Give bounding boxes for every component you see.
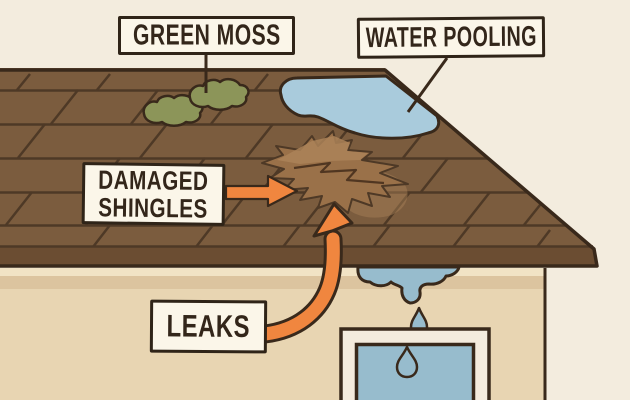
fascia-board: [0, 247, 597, 267]
damaged-shingles-label: DAMAGED SHINGLES: [81, 162, 226, 226]
crack-line: [293, 161, 385, 185]
green-moss-label: GREEN MOSS: [118, 16, 295, 55]
water-pooling-pointer-line: [406, 57, 449, 113]
water-pool: [278, 74, 441, 140]
damaged-shingles-line1: DAMAGED: [98, 164, 209, 196]
leaks-label: LEAKS: [149, 299, 268, 354]
leaks-curved-arrow: [255, 202, 354, 344]
damaged-shingles-arrow: [224, 174, 299, 208]
damaged-shingles-label-text: DAMAGED SHINGLES: [98, 164, 209, 224]
water-pooling-label-text: WATER POOLING: [365, 20, 537, 55]
window-with-water: [339, 327, 491, 400]
damaged-shingle-patch: [261, 130, 409, 218]
splat-highlight: [277, 136, 368, 164]
drip-blob-under-eave: [356, 265, 461, 305]
soffit-shadow-band: [0, 276, 545, 289]
water-pooling-label: WATER POOLING: [356, 16, 546, 59]
curved-arrow-shaft: [258, 232, 340, 341]
window-droplet-icon: [395, 345, 419, 379]
moss-clump-right: [188, 77, 250, 111]
curved-arrow-head: [312, 202, 354, 238]
green-moss-clumps: [142, 77, 250, 127]
green-moss-label-text: GREEN MOSS: [132, 19, 281, 52]
soffit-highlight-strip: [0, 268, 545, 276]
leaks-label-text: LEAKS: [166, 307, 251, 345]
damaged-shingles-line2: SHINGLES: [98, 192, 209, 224]
